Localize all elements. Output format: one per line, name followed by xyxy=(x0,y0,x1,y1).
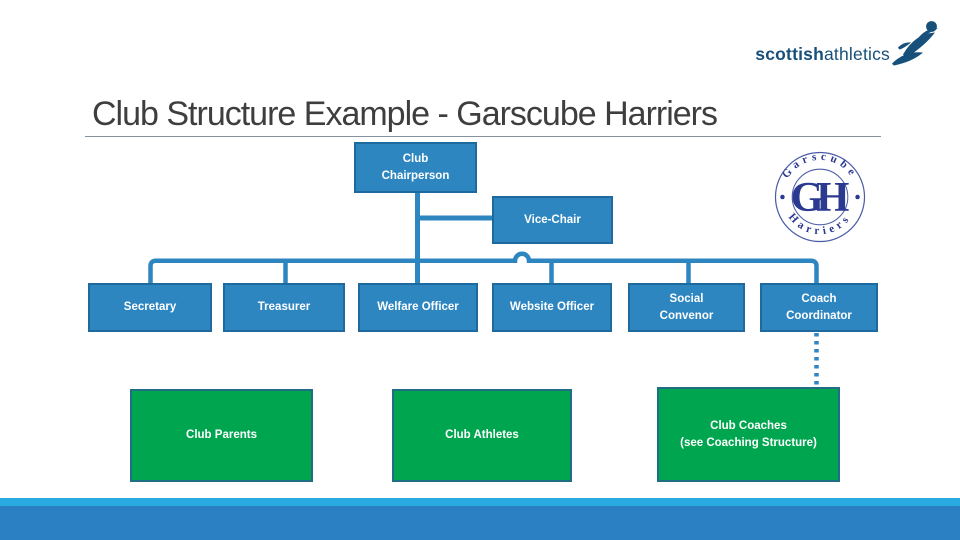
node-treasurer: Treasurer xyxy=(223,283,345,332)
garscube-harriers-seal: Garscube Harriers GH xyxy=(774,151,866,243)
seal-outer-ring xyxy=(774,151,866,243)
node-website-officer: Website Officer xyxy=(492,283,612,332)
node-label: Convenor xyxy=(659,309,714,322)
node-coach-coordinator: Coach Coordinator xyxy=(760,283,878,332)
seal-inner-ring xyxy=(791,168,849,226)
node-label: Club xyxy=(402,152,429,165)
footer-accent-strip xyxy=(0,498,960,506)
node-label: Vice-Chair xyxy=(524,213,581,226)
seal-left-dot xyxy=(780,194,785,200)
node-club-parents: Club Parents xyxy=(130,389,313,482)
brand-word-bold: scottish xyxy=(755,44,824,64)
node-label: Chairperson xyxy=(381,169,450,182)
node-label: Social xyxy=(669,292,704,305)
node-label: Club Athletes xyxy=(445,429,519,441)
node-secretary: Secretary xyxy=(88,283,212,332)
node-label: Club Coaches xyxy=(710,419,787,432)
node-welfare-officer: Welfare Officer xyxy=(358,283,478,332)
node-label: Coordinator xyxy=(786,309,852,322)
node-club-chairperson: Club Chairperson xyxy=(354,142,477,193)
runner-icon xyxy=(892,21,938,66)
node-club-coaches: Club Coaches (see Coaching Structure) xyxy=(657,387,840,482)
node-label: Club Parents xyxy=(186,429,257,441)
node-club-athletes: Club Athletes xyxy=(392,389,572,482)
node-label: Website Officer xyxy=(509,301,595,313)
title-underline xyxy=(85,136,881,137)
node-label: Welfare Officer xyxy=(377,301,459,313)
seal-right-dot xyxy=(855,194,860,200)
node-label: Coach xyxy=(801,292,837,305)
connector-main-horizontal xyxy=(148,251,819,283)
brand-word-light: athletics xyxy=(824,44,890,64)
node-label: Treasurer xyxy=(257,301,311,313)
node-social-convenor: Social Convenor xyxy=(628,283,745,332)
page-title: Club Structure Example - Garscube Harrie… xyxy=(92,95,718,133)
node-label: Secretary xyxy=(123,301,177,313)
node-label: (see Coaching Structure) xyxy=(680,436,817,449)
node-vice-chair: Vice-Chair xyxy=(492,196,613,244)
scottishathletics-logo: scottishathletics xyxy=(755,44,890,65)
footer-bar xyxy=(0,506,960,540)
